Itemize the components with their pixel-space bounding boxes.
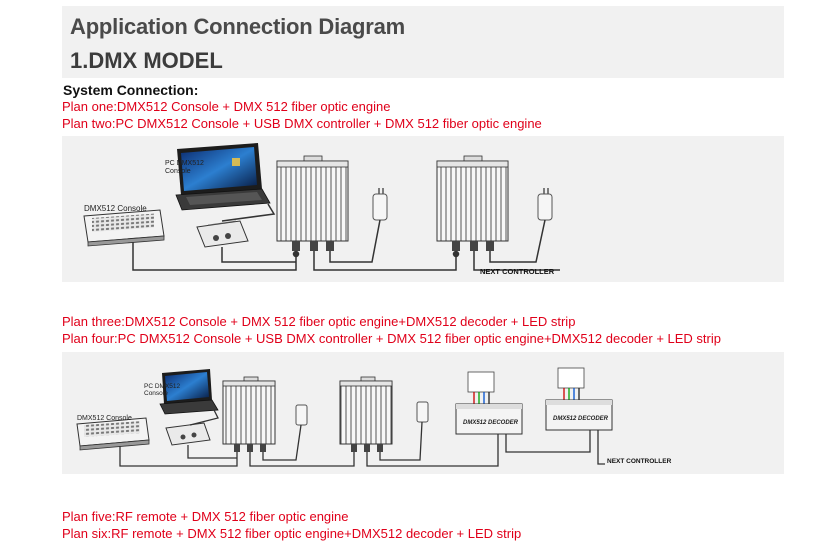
plan-two: Plan two:PC DMX512 Console + USB DMX con… <box>62 116 542 131</box>
pc-label-line1-2: PC DMX512 <box>144 383 181 390</box>
console-label: DMX512 Console <box>84 204 147 213</box>
diagram-2: DMX512 Console PC DMX512 Console <box>62 352 784 474</box>
pc-laptop-device <box>175 143 271 211</box>
plan-three: Plan three:DMX512 Console + DMX 512 fibe… <box>62 314 576 329</box>
fiber-optic-engine-1 <box>276 155 349 251</box>
fiber-optic-engine-3 <box>222 376 276 452</box>
header-band-top <box>62 6 784 44</box>
power-adapter-2 <box>537 188 553 221</box>
pc-laptop-device-2 <box>159 369 219 415</box>
diagram-2-cables <box>119 409 605 467</box>
plan-four: Plan four:PC DMX512 Console + USB DMX co… <box>62 331 721 346</box>
dmx512-decoder-2 <box>545 367 613 431</box>
diagram-1: DMX512 Console PC DMX512 Console <box>62 136 784 282</box>
page-title: Application Connection Diagram <box>70 14 406 39</box>
dmx512-console-device-2 <box>76 417 150 451</box>
pc-label-line2: Console <box>165 168 191 175</box>
header-band-bottom <box>62 44 784 78</box>
usb-dmx-controller-device-2 <box>165 422 211 446</box>
pc-label-line1: PC DMX512 <box>165 160 204 167</box>
usb-dmx-controller-device <box>196 220 249 248</box>
console-label-2: DMX512 Console <box>77 415 132 422</box>
section-title: 1.DMX MODEL <box>70 48 223 73</box>
system-connection-label: System Connection: <box>63 82 199 98</box>
pc-label-line2-2: Console <box>144 390 168 397</box>
decoder-label-1: DMX512 DECODER <box>463 420 519 426</box>
fiber-optic-engine-2 <box>436 155 509 251</box>
fiber-optic-engine-4 <box>339 376 393 452</box>
plan-five: Plan five:RF remote + DMX 512 fiber opti… <box>62 509 349 524</box>
decoder-label-2: DMX512 DECODER <box>553 416 609 422</box>
next-controller-label-1: NEXT CONTROLLER <box>480 267 555 276</box>
plan-one: Plan one:DMX512 Console + DMX 512 fiber … <box>62 99 391 114</box>
diagram-1-cables <box>132 203 560 271</box>
plan-six: Plan six:RF remote + DMX 512 fiber optic… <box>62 526 522 541</box>
dmx512-decoder-1 <box>455 371 523 435</box>
power-adapter-3 <box>295 404 308 426</box>
dmx512-console-device <box>83 209 165 247</box>
next-controller-label-2: NEXT CONTROLLER <box>607 458 672 465</box>
power-adapter-4 <box>416 401 429 423</box>
diagram-1-background <box>62 136 784 282</box>
